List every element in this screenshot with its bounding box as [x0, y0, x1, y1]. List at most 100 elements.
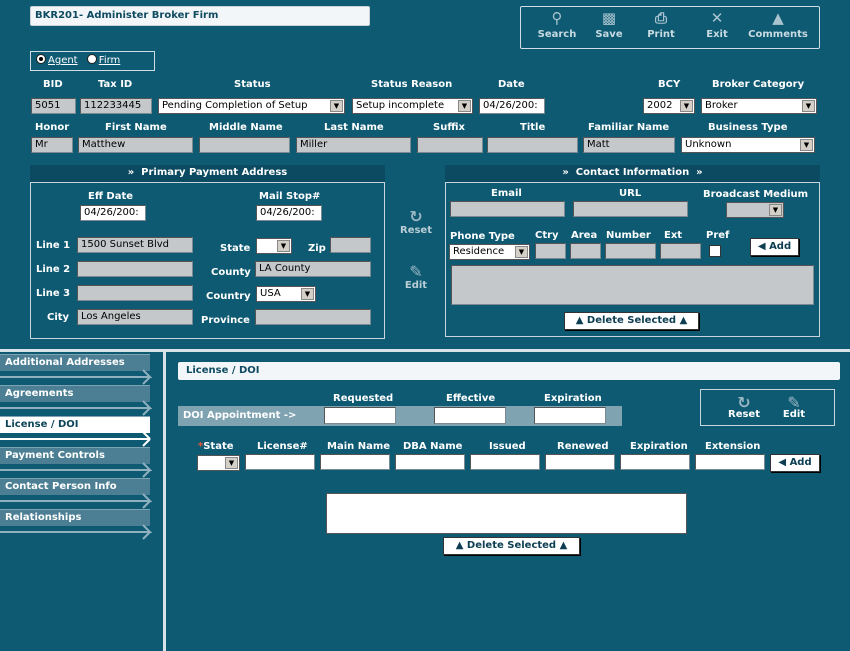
pencil-icon: ✎ [409, 262, 423, 281]
save-icon: ▩ [601, 9, 617, 27]
license-number-field[interactable] [245, 454, 315, 470]
close-icon: ✕ [710, 9, 724, 27]
city-field[interactable]: Los Angeles [77, 309, 193, 325]
mail-stop-field[interactable]: 04/26/200: [256, 205, 322, 221]
bcy-select[interactable]: 2002▼ [643, 98, 695, 114]
nav-item-additional-addresses[interactable]: Additional Addresses [0, 354, 150, 371]
dba-name-field[interactable] [395, 454, 465, 470]
double-chevron-down-icon: » [696, 167, 703, 178]
window-title: BKR201- Administer Broker Firm [30, 6, 370, 26]
county-field[interactable]: LA County [255, 261, 371, 277]
nav-arrow-icon [0, 524, 153, 533]
date-field[interactable]: 04/26/200: [479, 98, 545, 114]
license-number-label: License# [257, 441, 308, 452]
issued-field[interactable] [470, 454, 540, 470]
exit-button[interactable]: ✕ Exit [706, 9, 728, 40]
pencil-icon: ✎ [787, 393, 801, 412]
nav-item-agreements[interactable]: Agreements [0, 385, 150, 402]
nav-divider [163, 352, 166, 651]
firm-radio[interactable] [86, 54, 97, 64]
license-expiration-field[interactable] [620, 454, 690, 470]
familiar-name-field[interactable]: Matt [583, 137, 675, 153]
broadcast-medium-select[interactable]: ▼ [726, 202, 784, 218]
status-label: Status [234, 79, 271, 90]
license-list[interactable] [326, 493, 687, 534]
state-select[interactable]: ▼ [256, 238, 292, 254]
area-field[interactable] [570, 243, 601, 259]
suffix-field[interactable] [417, 137, 483, 153]
business-type-select[interactable]: Unknown▼ [681, 137, 815, 153]
line2-label: Line 2 [36, 264, 71, 275]
contact-list[interactable] [451, 265, 814, 305]
license-delete-button[interactable]: ▲ Delete Selected ▲ [443, 537, 580, 555]
extension-field[interactable] [695, 454, 765, 470]
license-add-button[interactable]: ◀ Add [770, 454, 820, 472]
title-field[interactable] [487, 137, 578, 153]
url-field[interactable] [573, 201, 688, 217]
line2-field[interactable] [77, 261, 193, 277]
contact-delete-button[interactable]: ▲ Delete Selected ▲ [564, 312, 699, 330]
doi-expiration-field[interactable] [534, 407, 606, 424]
pref-checkbox[interactable] [709, 245, 721, 257]
comments-button[interactable]: ▲ Comments [748, 9, 808, 40]
contact-info-header[interactable]: » Contact Information » [445, 165, 820, 182]
number-field[interactable] [605, 243, 656, 259]
phone-type-select[interactable]: Residence▼ [449, 244, 530, 260]
agent-radio[interactable] [36, 54, 46, 64]
license-section-header: License / DOI [178, 362, 840, 380]
ctry-field[interactable] [535, 243, 566, 259]
email-field[interactable] [450, 201, 565, 217]
zip-field[interactable] [330, 237, 371, 253]
nav-item-license-doi[interactable]: License / DOI [0, 416, 150, 433]
chevron-down-icon: ▼ [802, 100, 815, 112]
doi-requested-field[interactable] [324, 407, 396, 424]
business-type-label: Business Type [708, 122, 788, 133]
dba-name-label: DBA Name [403, 441, 463, 452]
honor-field[interactable]: Mr [31, 137, 73, 153]
ext-field[interactable] [660, 243, 701, 259]
nav-item-payment-controls[interactable]: Payment Controls [0, 447, 150, 464]
nav-item-contact-person-info[interactable]: Contact Person Info [0, 478, 150, 495]
last-name-field[interactable]: Miller [296, 137, 411, 153]
search-button[interactable]: ⚲ Search [537, 9, 577, 40]
mail-stop-label: Mail Stop# [259, 191, 321, 202]
address-reset-button[interactable]: ↻ Reset [396, 207, 436, 236]
license-edit-button[interactable]: ✎ Edit [776, 393, 812, 420]
broker-category-select[interactable]: Broker▼ [701, 98, 817, 114]
payment-address-header[interactable]: » Primary Payment Address [30, 165, 385, 182]
bid-label: BID [43, 79, 63, 90]
line1-field[interactable]: 1500 Sunset Blvd [77, 237, 193, 253]
print-button[interactable]: ⎙ Print [647, 9, 675, 40]
province-field[interactable] [255, 309, 371, 325]
first-name-field[interactable]: Matthew [78, 137, 193, 153]
city-label: City [47, 312, 70, 323]
eff-date-field[interactable]: 04/26/200: [80, 205, 146, 221]
middle-name-field[interactable] [199, 137, 290, 153]
license-state-select[interactable]: ▼ [197, 455, 240, 471]
status-select[interactable]: Pending Completion of Setup▼ [158, 98, 345, 114]
main-name-field[interactable] [320, 454, 390, 470]
phone-type-label: Phone Type [450, 231, 515, 242]
line3-field[interactable] [77, 285, 193, 301]
doi-appointment-label: DOI Appointment -> [183, 410, 297, 421]
nav-item-relationships[interactable]: Relationships [0, 509, 150, 526]
bid-field[interactable]: 5051 [31, 98, 76, 114]
license-expiration-label: Expiration [630, 441, 688, 452]
broadcast-medium-label: Broadcast Medium [703, 189, 809, 200]
tax-id-field[interactable]: 112233445 [80, 98, 152, 114]
agent-label: Agent [48, 55, 78, 66]
doi-effective-field[interactable] [434, 407, 506, 424]
chevron-down-icon: ▼ [301, 288, 314, 300]
save-button[interactable]: ▩ Save [595, 9, 623, 40]
area-label: Area [571, 230, 598, 241]
nav-arrow-icon [0, 369, 153, 378]
chevron-down-icon: ▼ [277, 240, 290, 252]
toolbar: ⚲ Search ▩ Save ⎙ Print ✕ Exit ▲ Comment… [520, 6, 820, 49]
country-select[interactable]: USA▼ [256, 286, 316, 302]
renewed-field[interactable] [545, 454, 615, 470]
honor-label: Honor [35, 122, 70, 133]
contact-add-button[interactable]: ◀ Add [750, 238, 799, 256]
address-edit-button[interactable]: ✎ Edit [396, 262, 436, 291]
status-reason-select[interactable]: Setup incomplete▼ [352, 98, 473, 114]
license-reset-button[interactable]: ↻ Reset [722, 393, 766, 420]
